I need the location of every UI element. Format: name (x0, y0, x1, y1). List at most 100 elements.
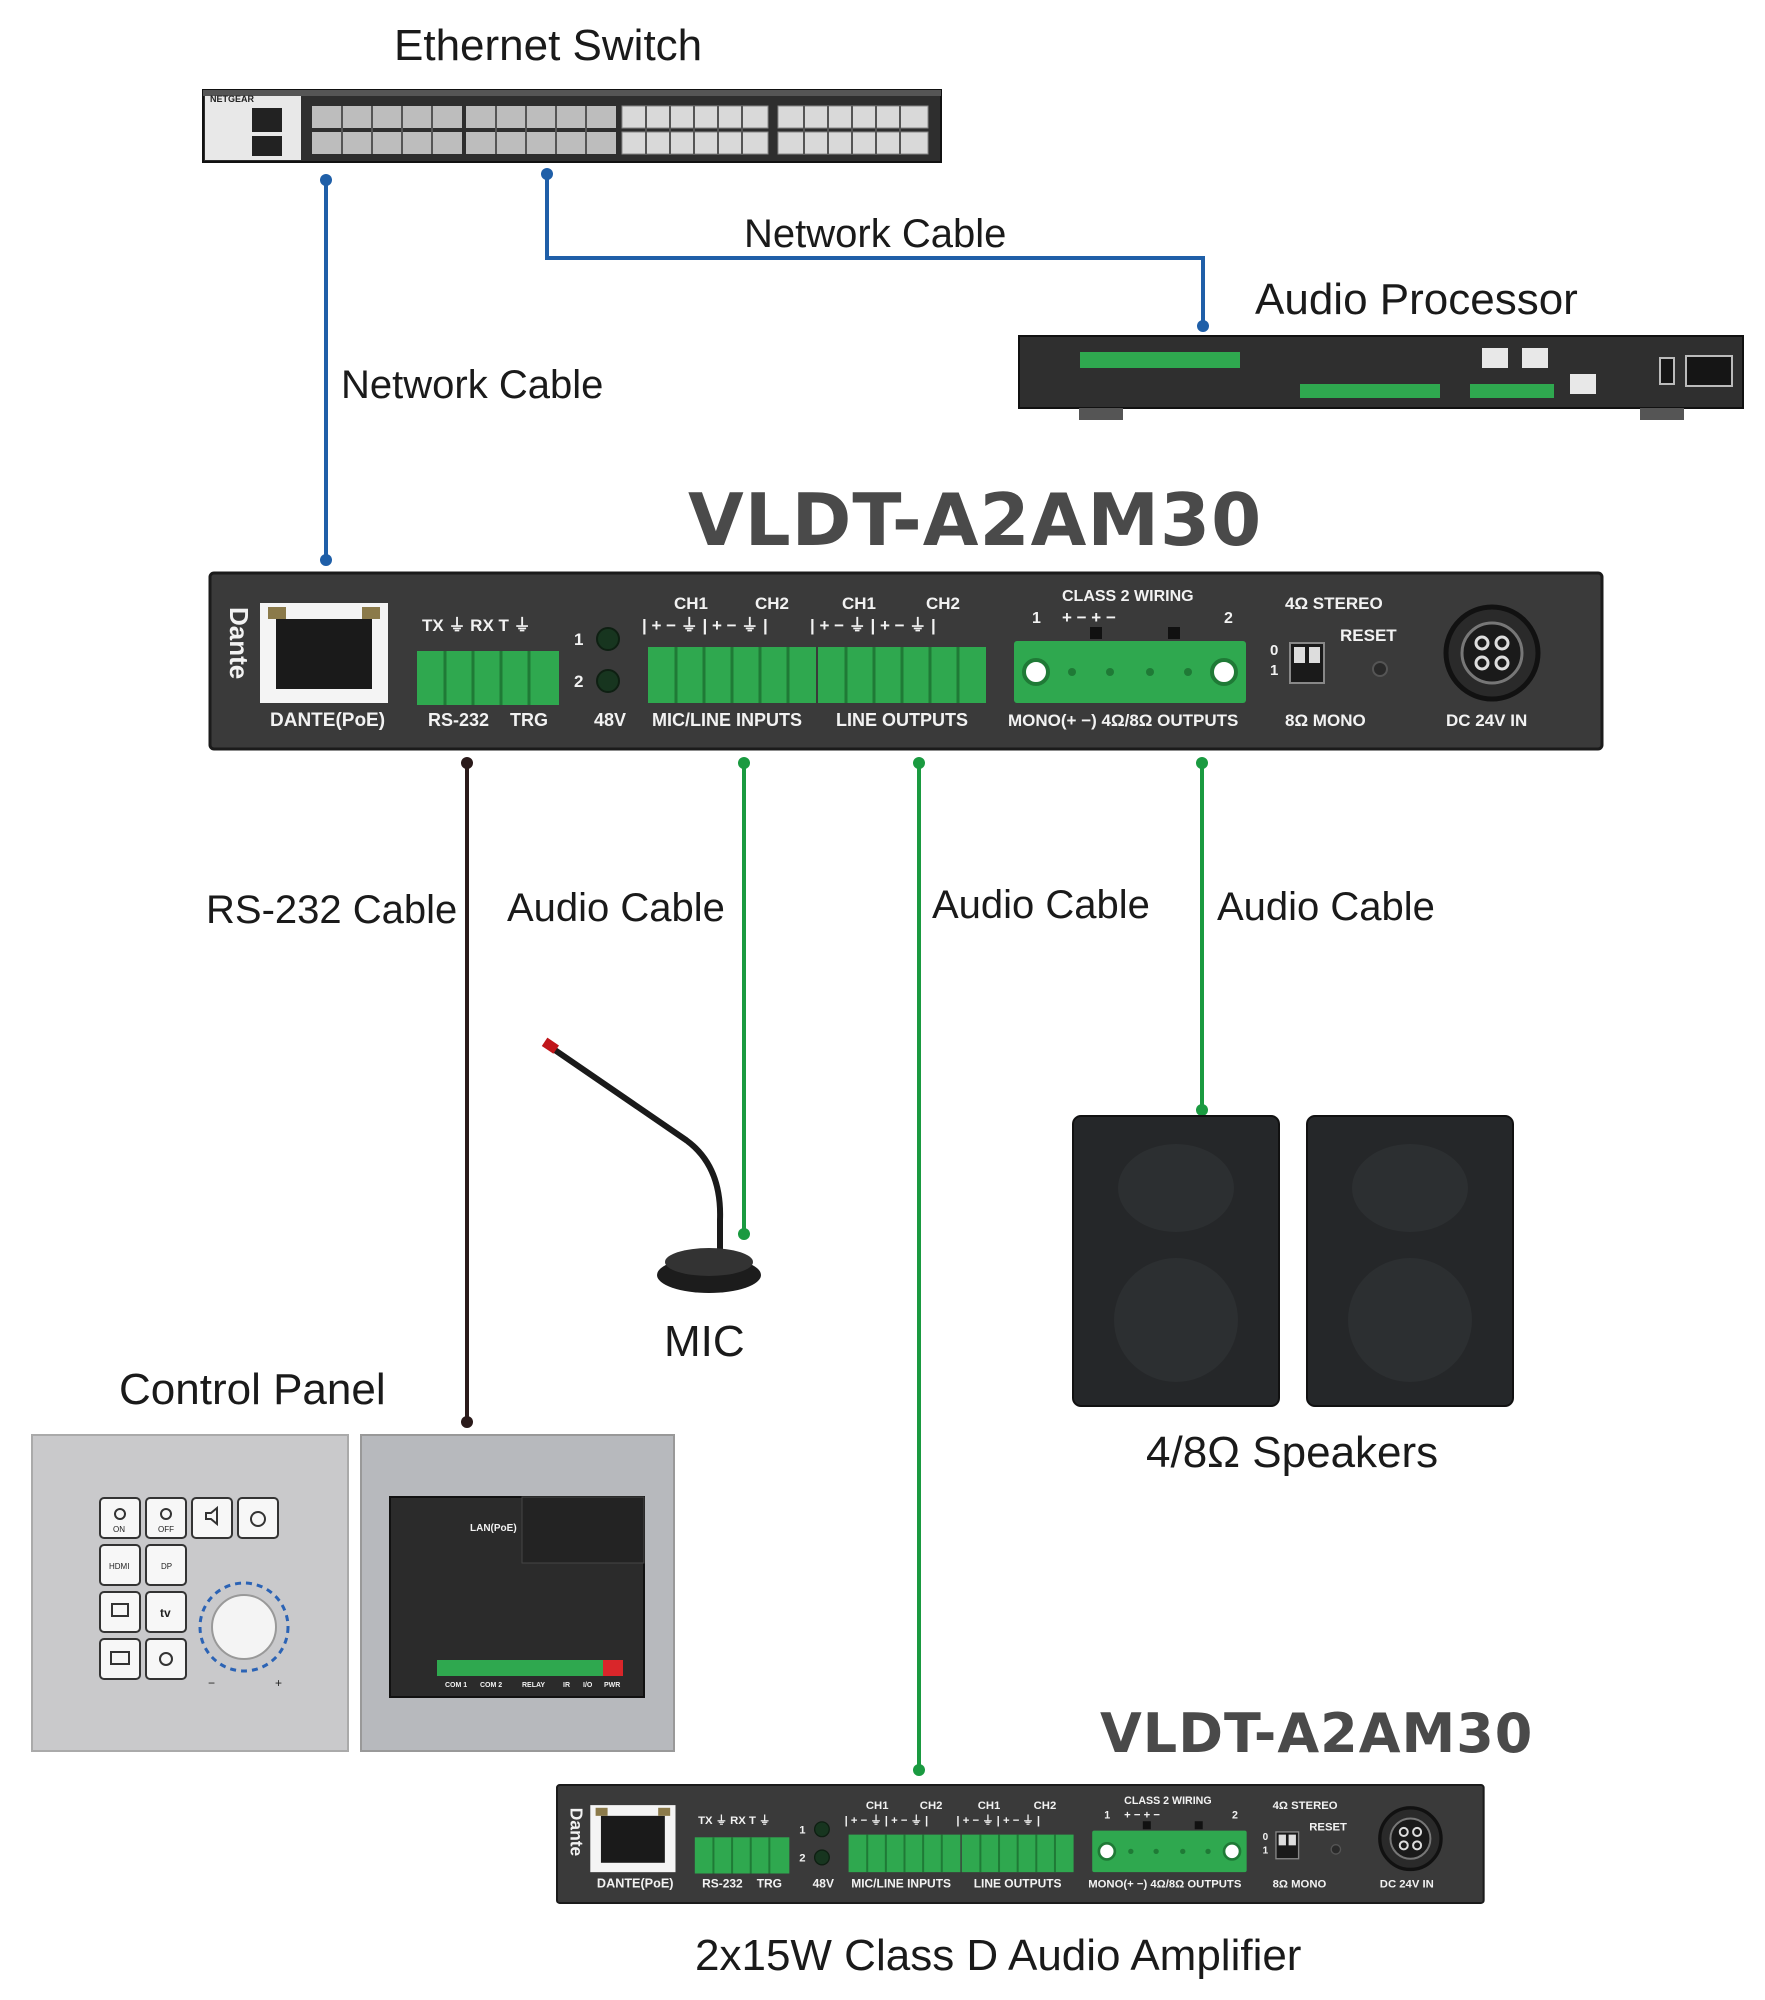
switch-label: 4Ω STEREO (1273, 1800, 1338, 1812)
polarity-label: + − + − (1062, 608, 1116, 627)
network-cable-label: Network Cable (341, 363, 604, 407)
audio-cable-label: Audio Cable (507, 886, 725, 930)
reset-label: RESET (1309, 1822, 1347, 1834)
output-number: 1 (1104, 1809, 1110, 1821)
rs232-terminal (694, 1837, 790, 1874)
ethernet-switch: NETGEAR (202, 89, 942, 163)
channel-label: CH1 (978, 1800, 1001, 1812)
polarity-label: | + − ⏚ | + − ⏚ | (956, 1814, 1040, 1827)
channel-label: CH1 (674, 594, 708, 613)
audio-processor (1018, 335, 1744, 420)
led-label: 2 (799, 1852, 805, 1864)
port-label: RELAY (522, 1682, 545, 1689)
cable-endpoint (913, 1764, 925, 1776)
output-number: 2 (1232, 1809, 1238, 1821)
polarity-label: | + − ⏚ | + − ⏚ | (810, 616, 936, 635)
control-panel-label: Control Panel (119, 1365, 386, 1414)
cable-endpoint (1196, 1104, 1208, 1116)
led-indicator (813, 1849, 830, 1866)
port-label: 48V (813, 1877, 834, 1891)
switch-label: 8Ω MONO (1273, 1879, 1327, 1891)
panel-button-mute[interactable] (191, 1497, 233, 1539)
switch-label: 0 (1263, 1832, 1269, 1843)
volume-minus-label: − (208, 1676, 215, 1690)
cable-endpoint (1197, 320, 1209, 332)
led-indicator (596, 669, 620, 693)
panel-button-camera[interactable] (145, 1638, 187, 1680)
port-label: DC 24V IN (1380, 1879, 1434, 1891)
speakers-label: 4/8Ω Speakers (1146, 1428, 1439, 1477)
led-label: 1 (799, 1824, 805, 1836)
speaker-left (1072, 1115, 1280, 1407)
port-label: MONO(+ −) 4Ω/8Ω OUTPUTS (1008, 711, 1238, 730)
port-label: MONO(+ −) 4Ω/8Ω OUTPUTS (1088, 1879, 1242, 1891)
cable-endpoint (461, 1416, 473, 1428)
volume-plus-label: + (275, 1676, 282, 1690)
port-label: TX ⏚ RX T ⏚ (698, 1814, 770, 1827)
cable-endpoint (738, 757, 750, 769)
network-cable-label: Network Cable (744, 212, 1007, 256)
rs232-terminal (417, 651, 559, 705)
polarity-label: + − + − (1124, 1809, 1160, 1821)
port-label: I/O (583, 1682, 593, 1689)
channel-label: CH1 (866, 1800, 889, 1812)
panel-button-laptop[interactable] (99, 1638, 141, 1680)
ethernet-switch-label: Ethernet Switch (394, 21, 703, 70)
panel-button-appletv[interactable] (145, 1591, 187, 1633)
port-label: TX ⏚ RX T ⏚ (422, 616, 531, 635)
led-label: 2 (574, 672, 583, 691)
cable-endpoint (913, 757, 925, 769)
port-label: TRG (757, 1877, 782, 1891)
dante-logo: Dante (224, 607, 254, 679)
netgear-logo: NETGEAR (210, 94, 255, 104)
microphone (541, 1037, 761, 1293)
speaker-right (1306, 1115, 1514, 1407)
port-label: PWR (604, 1682, 620, 1689)
dante-logo: Dante (566, 1808, 586, 1857)
volume-knob[interactable] (211, 1594, 277, 1660)
control-panel-back: LAN(PoE) COM 1 COM 2 RELAY IR I/O PWR (360, 1434, 675, 1752)
camera-icon (159, 1652, 173, 1666)
switch-label: 1 (1270, 662, 1278, 679)
channel-label: CH2 (755, 594, 789, 613)
audio-cable-label: Audio Cable (1217, 885, 1435, 929)
mute-icon (205, 1505, 218, 1527)
bulb-icon (114, 1508, 126, 1520)
button-label: OFF (158, 1525, 174, 1534)
switch-label: 0 (1270, 642, 1278, 659)
port-label: DC 24V IN (1446, 711, 1527, 730)
port-label: COM 1 (445, 1682, 467, 1689)
reset-button[interactable] (1330, 1844, 1342, 1855)
port-label: 48V (594, 710, 626, 730)
cable-endpoint (738, 1228, 750, 1240)
button-label: HDMI (109, 1562, 129, 1571)
switch-label: 4Ω STEREO (1285, 594, 1383, 613)
button-label: DP (161, 1562, 172, 1571)
cable-endpoint (461, 757, 473, 769)
cable-endpoint (1196, 757, 1208, 769)
button-label: tv (160, 1606, 171, 1620)
bulb-icon (160, 1508, 172, 1520)
port-label: MIC/LINE INPUTS (851, 1877, 951, 1891)
channel-label: CH2 (1034, 1800, 1057, 1812)
audio-processor-label: Audio Processor (1255, 275, 1578, 324)
port-label: LAN(PoE) (470, 1523, 517, 1534)
main-amplifier-device: Dante DANTE(PoE) TX ⏚ RX T ⏚ RS-232 TRG … (208, 571, 1604, 751)
led-label: 1 (574, 630, 583, 649)
panel-button-display[interactable] (99, 1591, 141, 1633)
port-label: DANTE(PoE) (270, 710, 385, 731)
panel-button-power[interactable] (237, 1497, 279, 1539)
port-label: MIC/LINE INPUTS (652, 710, 802, 730)
led-indicator (596, 627, 620, 651)
port-label: TRG (510, 710, 548, 730)
port-label: LINE OUTPUTS (836, 710, 968, 730)
panel-button-hdmi[interactable] (99, 1544, 141, 1586)
panel-button-dp[interactable] (145, 1544, 187, 1586)
reset-button[interactable] (1372, 661, 1388, 677)
bottom-amplifier-device: Dante DANTE(PoE) TX ⏚ RX T ⏚ RS-232 TRG … (556, 1783, 1485, 1905)
display-icon (111, 1603, 129, 1617)
switch-label: 8Ω MONO (1285, 711, 1366, 730)
port-label: LINE OUTPUTS (974, 1877, 1062, 1891)
polarity-label: | + − ⏚ | + − ⏚ | (845, 1814, 929, 1827)
